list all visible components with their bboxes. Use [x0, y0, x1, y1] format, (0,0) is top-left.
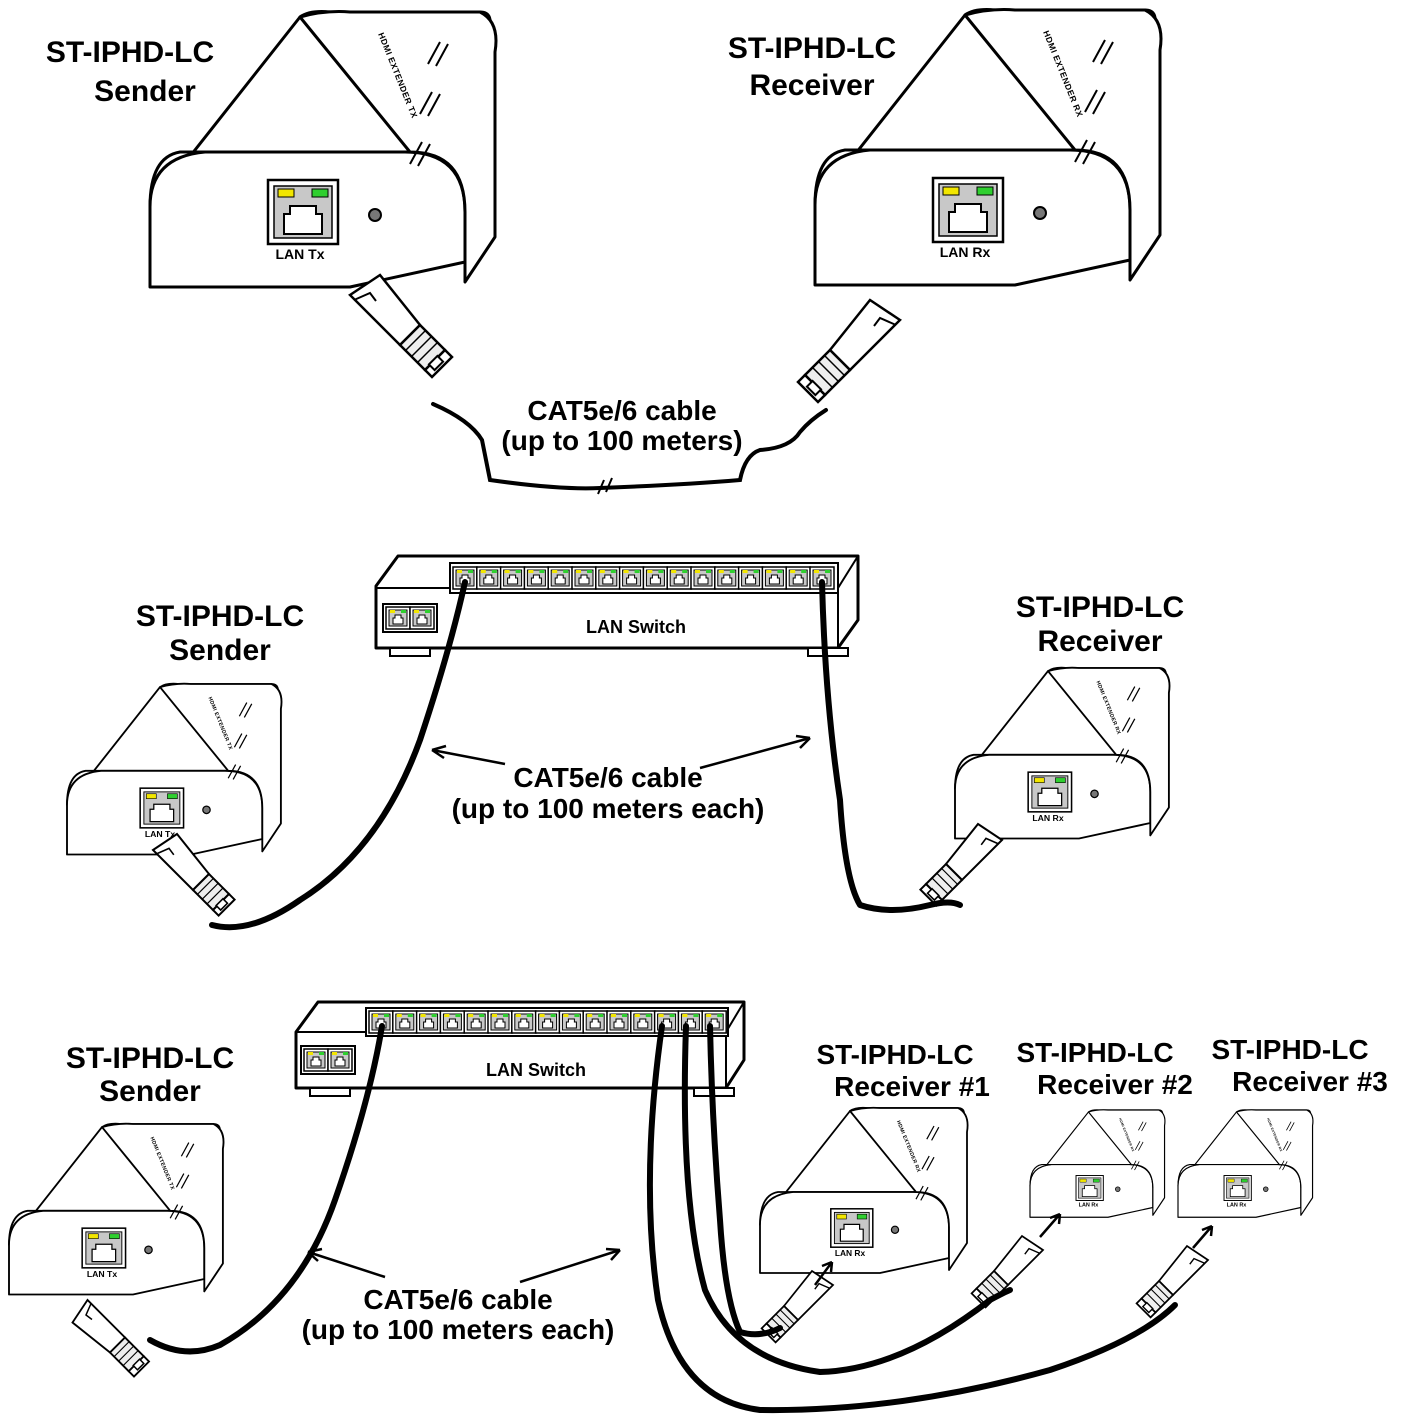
- switch-label: LAN Switch: [586, 617, 686, 637]
- switch-port-icon: [701, 1010, 727, 1034]
- sender-title-role: Sender: [94, 75, 196, 108]
- sender-port-label: LAN Tx: [87, 1269, 118, 1279]
- switch-port-icon: [476, 566, 502, 590]
- cat5-cable: [707, 1023, 783, 1338]
- arrow-icon: [431, 744, 506, 766]
- rj45-plug-icon: [970, 1235, 1044, 1309]
- receiver-title-role: Receiver: [1037, 625, 1162, 658]
- switch-port-icon: [737, 566, 764, 590]
- sender-device: HDMI EXTENDER TX LAN Tx: [148, 10, 498, 289]
- switch-port-icon: [666, 566, 692, 590]
- receiver-2-device: HDMI EXTENDER RX LAN Rx: [1029, 1109, 1166, 1218]
- sender-port-label: LAN Tx: [276, 246, 325, 262]
- rj45-plug-icon: [796, 298, 902, 404]
- section-multi-receiver: LAN Switch ST-IPHD-LC Sender HDMI EXTEND…: [8, 1000, 1388, 1414]
- receiver-3-title: ST-IPHD-LC: [1211, 1034, 1368, 1065]
- switch-label: LAN Switch: [486, 1060, 586, 1080]
- section-single-switch: LAN Switch ST-IPHD-LC Sender ST-IPHD-LC …: [66, 554, 1184, 931]
- cable-label: CAT5e/6 cable: [527, 395, 716, 426]
- switch-port-icon: [785, 566, 811, 590]
- receiver-2-port-label: LAN Rx: [1079, 1202, 1099, 1208]
- switch-port-icon: [677, 1010, 704, 1034]
- cat5-cable: [147, 1023, 385, 1355]
- switch-port-icon: [558, 1010, 585, 1034]
- cable-length-label: (up to 100 meters): [501, 425, 742, 456]
- switch-port-icon: [630, 1010, 656, 1034]
- cat5-cable: [819, 579, 963, 913]
- sender-port-label: LAN Tx: [145, 829, 176, 839]
- sender-device: HDMI EXTENDER TX LAN Tx: [66, 682, 283, 856]
- switch-port-icon: [714, 566, 740, 590]
- cat5-cable: [681, 1023, 1013, 1375]
- sender-title: ST-IPHD-LC: [66, 1042, 234, 1075]
- receiver-3-device: HDMI EXTENDER RX LAN Rx: [1177, 1109, 1314, 1218]
- switch-port-icon: [653, 1010, 680, 1034]
- switch-port-icon: [606, 1010, 632, 1034]
- receiver-2-title: ST-IPHD-LC: [1016, 1037, 1173, 1068]
- switch-port-icon: [499, 566, 526, 590]
- receiver-port-label: LAN Rx: [1032, 813, 1063, 823]
- arrow-icon: [699, 734, 811, 770]
- arrow-icon: [1039, 1212, 1062, 1238]
- sender-title: ST-IPHD-LC: [136, 600, 304, 633]
- cable-label: CAT5e/6 cable: [513, 762, 702, 793]
- receiver-1-port-label: LAN Rx: [835, 1248, 866, 1258]
- lan-switch: LAN Switch: [294, 1000, 746, 1097]
- arrow-icon: [307, 1247, 386, 1279]
- cat5-cable: [209, 579, 468, 931]
- switch-port-icon: [761, 566, 788, 590]
- sender-title-role: Sender: [169, 634, 271, 667]
- receiver-title-role: Receiver: [749, 69, 874, 102]
- sender-title: ST-IPHD-LC: [46, 36, 214, 69]
- switch-port-icon: [392, 1010, 418, 1034]
- rj45-plug-icon: [348, 273, 454, 379]
- arrow-icon: [1192, 1224, 1214, 1249]
- sender-title-role: Sender: [99, 1075, 201, 1108]
- receiver-device: HDMI EXTENDER RX LAN Rx: [954, 666, 1171, 840]
- receiver-title: ST-IPHD-LC: [728, 32, 896, 65]
- lan-switch: LAN Switch: [374, 554, 860, 657]
- cable-length-label: (up to 100 meters each): [452, 793, 765, 824]
- rj45-plug-icon: [71, 1299, 150, 1378]
- cat5-cable: [431, 402, 828, 491]
- receiver-3-title-role: Receiver #3: [1232, 1066, 1388, 1097]
- switch-port-icon: [415, 1010, 442, 1034]
- switch-port-icon: [523, 566, 550, 590]
- receiver-2-title-role: Receiver #2: [1037, 1069, 1193, 1100]
- sender-device: HDMI EXTENDER TX LAN Tx: [8, 1122, 225, 1296]
- switch-port-icon: [595, 566, 621, 590]
- receiver-title: ST-IPHD-LC: [1016, 591, 1184, 624]
- switch-port-icon: [571, 566, 597, 590]
- section-point-to-point: ST-IPHD-LC Sender ST-IPHD-LC Receiver HD…: [46, 8, 1163, 495]
- receiver-3-port-label: LAN Rx: [1227, 1202, 1247, 1208]
- switch-port-icon: [439, 1010, 466, 1034]
- cable-break-icon: [597, 477, 613, 495]
- receiver-device: HDMI EXTENDER RX LAN Rx: [813, 8, 1163, 287]
- cable-label: CAT5e/6 cable: [363, 1284, 552, 1315]
- switch-port-icon: [463, 1010, 489, 1034]
- receiver-1-title-role: Receiver #1: [834, 1071, 990, 1102]
- receiver-1-device: HDMI EXTENDER RX LAN Rx: [759, 1106, 969, 1274]
- switch-port-icon: [618, 566, 645, 590]
- receiver-port-label: LAN Rx: [940, 244, 991, 260]
- switch-port-icon: [642, 566, 669, 590]
- cable-length-label: (up to 100 meters each): [302, 1314, 615, 1345]
- switch-port-icon: [547, 566, 573, 590]
- arrow-icon: [519, 1247, 621, 1284]
- arrow-icon: [813, 1260, 834, 1286]
- switch-port-icon: [487, 1010, 513, 1034]
- switch-port-icon: [582, 1010, 608, 1034]
- switch-port-icon: [534, 1010, 561, 1034]
- cat5-cable: [646, 1023, 1178, 1414]
- receiver-1-title: ST-IPHD-LC: [816, 1039, 973, 1070]
- switch-port-icon: [511, 1010, 537, 1034]
- switch-port-icon: [690, 566, 716, 590]
